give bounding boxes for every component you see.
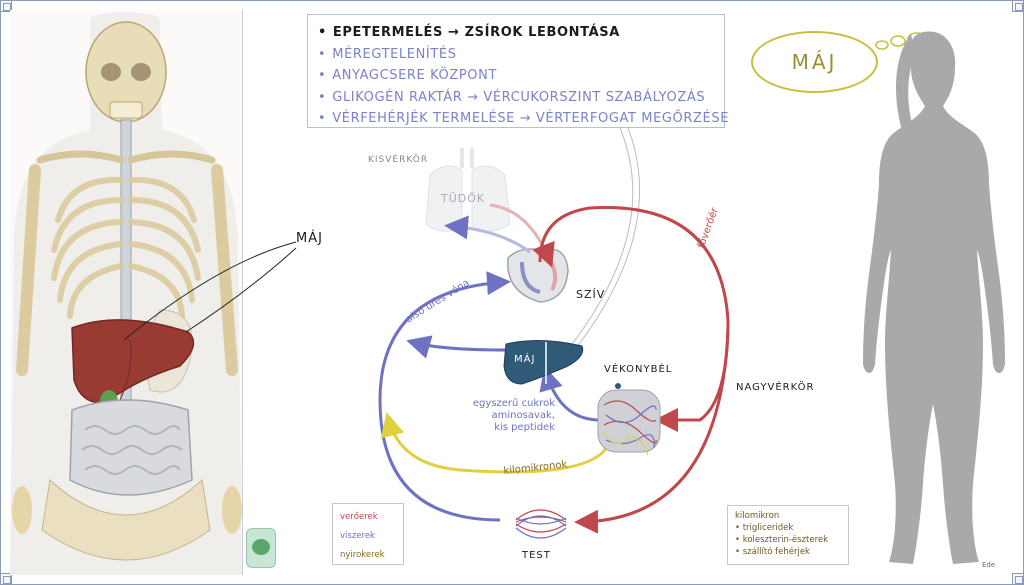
skeleton-illustration [10, 12, 242, 575]
lungs-illustration [425, 148, 511, 232]
chylomicron-title: kilomikron [735, 511, 780, 521]
frog-logo [246, 528, 276, 568]
liver-pointer-line [185, 247, 297, 333]
function-item: Epetermelés → zsírok lebontása [318, 22, 724, 44]
body-liver-label: MÁJ [296, 231, 323, 246]
lymph-path [380, 412, 612, 474]
vena-cava-path [378, 271, 511, 522]
function-item: Vérfehérjék termelése → vérterfogat megő… [318, 108, 728, 130]
legend-item: viszerek [340, 531, 375, 541]
heart-label: SZÍV [576, 288, 606, 301]
legend-item: verőerek [340, 512, 378, 522]
liver-functions-box: Epetermelés → zsírok lebontása Méregtele… [307, 14, 728, 130]
corner-decoration [0, 0, 12, 12]
bubble-label: MÁJ [791, 50, 838, 74]
credit-text: Ede [982, 561, 996, 569]
function-item: Anyagcsere központ [318, 65, 724, 87]
body-label: TEST [522, 550, 551, 561]
nutrients-label: egyszerű cukrok aminosavak, kis peptidek [472, 398, 555, 433]
liver-icon-label: MÁJ [514, 354, 536, 365]
chylomicron-item: szállító fehérjek [735, 546, 848, 558]
function-item: Méregtelenítés [318, 44, 724, 66]
chylomicron-item: trigliceridek [735, 522, 848, 534]
liver-pointer-line [123, 241, 297, 341]
anatomy-panel [10, 10, 243, 575]
lungs-label: TÜDŐK [441, 192, 486, 205]
systemic-circuit-label: NAGYVÉRKÖR [736, 382, 815, 393]
function-item: Glikogén raktár → vércukorszint szabályo… [318, 87, 724, 109]
small-intestine-label: VÉKONYBÉL [604, 364, 673, 375]
body-liver-shape [71, 319, 195, 404]
liver-icon [503, 339, 584, 385]
vessel-legend: verőerek viszerek nyirokerek [332, 503, 404, 565]
chylomicron-box: kilomikron trigliceridek koleszterin-ész… [727, 505, 849, 565]
pulmonary-circuit-label: KISVÉRKÖR [368, 155, 429, 165]
legend-item: nyirokerek [340, 550, 385, 560]
thought-bubble: MÁJ [751, 31, 878, 93]
heart-illustration [507, 248, 569, 303]
small-intestine-icon [597, 383, 661, 456]
chylomicron-item: koleszterin-észterek [735, 534, 848, 546]
woman-silhouette [863, 31, 1005, 565]
body-capillary-icon [515, 509, 567, 539]
